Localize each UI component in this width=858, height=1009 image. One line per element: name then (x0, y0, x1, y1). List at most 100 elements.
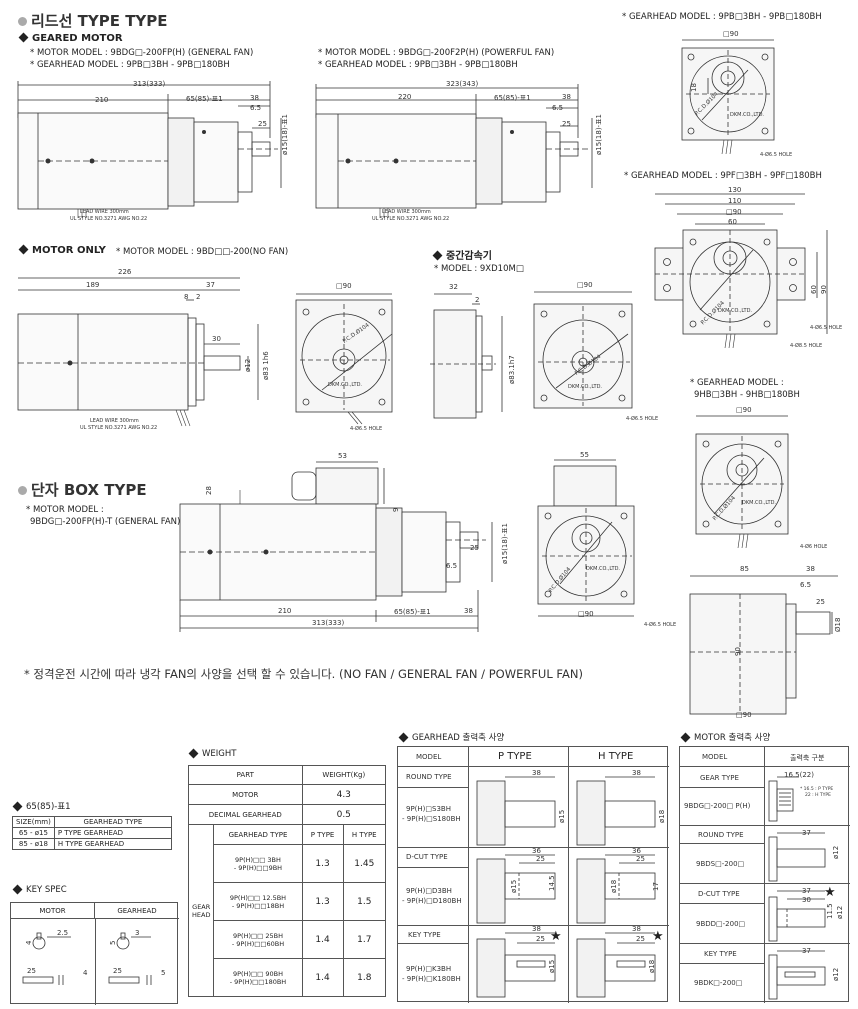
key-gear-dim-4: 5 (161, 969, 166, 977)
gm-right-dim-e: 25 (562, 120, 571, 128)
gearhead-mid-w4: 60 (728, 218, 737, 226)
ms-gear-model: 9BDG□-200□ P(H) (684, 802, 751, 810)
gearhead-mid-brand: DKM.CO.,LTD. (718, 308, 753, 314)
gearhead-spec-label-divider-3 (398, 943, 468, 944)
motor-spec-row-divider-3 (680, 943, 850, 944)
weight-row-model-2: - 9P(H)□□60BH (231, 939, 285, 948)
motor-spec-header-model: MODEL (702, 753, 728, 761)
motor-spec-row-divider-2 (680, 883, 850, 884)
motor-spec-col-divider (764, 747, 765, 1003)
hb-side-w4: 25 (816, 598, 825, 606)
weight-row-model-1: 9P(H)□□ 12.5BH (229, 893, 287, 902)
motor-spec-header-row (680, 747, 850, 767)
table1-header-row: SIZE(mm) GEARHEAD TYPE (12, 816, 173, 828)
gearhead-spec-col-divider-1 (468, 747, 469, 1003)
table-cell: MOTOR (188, 784, 303, 805)
decimal-front-drawing (533, 291, 633, 409)
table-cell: 1.3 (301, 882, 344, 921)
decimal-w: 32 (449, 283, 458, 291)
gs-key-model-2: - 9P(H)□K180BH (402, 975, 461, 983)
gs-round-label: ROUND TYPE (406, 773, 452, 781)
box-type-drawing (179, 461, 493, 632)
gm-right-leadwire-1: LEAD WIRE 300mm (382, 209, 431, 215)
table-header-cell: SIZE(mm) (12, 816, 55, 828)
table-cell: 0.5 (301, 804, 387, 825)
box-dim-total: 313(333) (312, 619, 345, 627)
table-header-cell: WEIGHT(Kg) (301, 765, 387, 785)
table-cell: 1.5 (342, 882, 387, 921)
table-row: 9P(H)□□ 12.5BH- 9P(H)□□18BH 1.3 1.5 (189, 882, 387, 921)
gearhead-top-square: □90 (723, 30, 739, 38)
gearhead-low-drawing (695, 415, 789, 549)
box-dim-h2: 9 (392, 507, 400, 512)
motor-only-hole: 4-Ø6.5 HOLE (350, 426, 383, 432)
table-cell: 1.8 (342, 958, 387, 997)
motor-spec-header-shaft: 출력축 구분 (790, 754, 825, 762)
gs-dcut-h-dia: ø18 (610, 879, 618, 893)
weight-row-model-1: 9P(H)□□ 3BH (235, 855, 281, 864)
key-spec-drawing (22, 932, 152, 985)
table-row: DECIMAL GEARHEAD 0.5 (188, 804, 387, 825)
ms-gear-dim: 16.5(22) (784, 771, 814, 779)
key-spec-header-motor: MOTOR (11, 903, 95, 919)
gs-round-h-len: 38 (632, 769, 641, 777)
gm-left-dim-total: 313(333) (133, 80, 166, 88)
motor-only-dim-d: 2 (196, 293, 201, 301)
motor-only-dim-b: 37 (206, 281, 215, 289)
gs-dcut-h-key: 25 (636, 855, 645, 863)
gm-right-dim-a: 220 (398, 93, 412, 101)
gearhead-mid-h2: 90 (820, 285, 828, 294)
table-cell: 1.45 (342, 844, 387, 883)
gearhead-mid-w2: 110 (728, 197, 742, 205)
table-header-cell: H TYPE (342, 824, 387, 845)
gearhead-spec-row-divider-2 (398, 925, 669, 926)
table1-heading-text: 65(85)-표1 (26, 802, 71, 812)
table-row: 9P(H)□□ 25BH- 9P(H)□□60BH 1.4 1.7 (189, 920, 387, 959)
motor-spec-table: MODEL 출력축 구분 GEAR TYPE 9BDG□-200□ P(H) R… (679, 746, 850, 1003)
gm-right-dim-b: 65(85)-표1 (494, 94, 531, 102)
hb-side-w2: 38 (806, 565, 815, 573)
diamond-icon (12, 884, 23, 894)
gs-key-label: KEY TYPE (408, 931, 441, 939)
gm-left-dim-b: 65(85)-표1 (186, 95, 223, 103)
gearhead-mid-hole2: 4-Ø8.5 HOLE (790, 343, 823, 349)
motor-spec-heading: MOTOR 출력축 사양 (680, 731, 770, 743)
hb-side-w3: 6.5 (800, 581, 812, 589)
gs-key-model-1: 9P(H)□K3BH (406, 965, 452, 973)
gearhead-spec-table: MODEL P TYPE H TYPE ROUND TYPE 9P(H)□S3B… (397, 746, 669, 1003)
gm-right-leadwire-2: UL STYLE NO.3271 AWG NO.22 (372, 216, 450, 222)
motor-only-leadwire-2: UL STYLE NO.3271 AWG NO.22 (80, 425, 158, 431)
geared-motor-right-drawing (315, 84, 593, 218)
box-dim-top: 53 (338, 452, 347, 460)
gearhead-spec-col-divider-2 (568, 747, 569, 1003)
decimal-d: 2 (475, 296, 480, 304)
key-motor-dim-4: 4 (83, 969, 88, 977)
gs-key-p-key: 25 (536, 935, 545, 943)
ms-gear-label: GEAR TYPE (700, 774, 739, 782)
key-spec-heading-text: KEY SPEC (26, 885, 67, 895)
hb-side-h: 90 (734, 647, 742, 656)
box-front-brand: DKM.CO.,LTD. (586, 566, 621, 572)
table-cell: 9P(H)□□ 25BH- 9P(H)□□60BH (213, 920, 303, 959)
section-lead-type-text: 리드선 TYPE (31, 12, 120, 30)
gs-round-h-dia: ø18 (658, 809, 666, 823)
motor-spec-label-divider-3 (680, 903, 764, 904)
box-dim-shaft: ø15(18)-표1 (501, 523, 509, 564)
motor-only-leadwire-1: LEAD WIRE 300mm (90, 418, 139, 424)
gs-round-model-2: - 9P(H)□S180BH (402, 815, 461, 823)
gearhead-mid-hole1: 4-Ø6.5 HOLE (810, 325, 843, 331)
gs-dcut-model-1: 9P(H)□D3BH (406, 887, 452, 895)
bullet-icon (18, 486, 27, 495)
gs-key-h-key: 25 (636, 935, 645, 943)
gearhead-spec-header-p: P TYPE (498, 751, 532, 762)
motor-only-spigot: ø83 1h6 (262, 351, 270, 380)
table-cell: 9P(H)□□ 90BH- 9P(H)□□180BH (213, 958, 303, 997)
key-spec-divider (95, 919, 96, 1005)
decimal-heading-text: 중간감속기 (446, 251, 492, 262)
table-cell: 1.7 (342, 920, 387, 959)
table-cell: 65 - ø15 (12, 827, 55, 839)
gs-key-p-dia: ø15 (548, 959, 556, 973)
box-model-label: * MOTOR MODEL : (26, 505, 104, 515)
table-row: 85 - ø18 H TYPE GEARHEAD (12, 838, 173, 850)
key-gear-dim-3: 25 (113, 967, 122, 975)
